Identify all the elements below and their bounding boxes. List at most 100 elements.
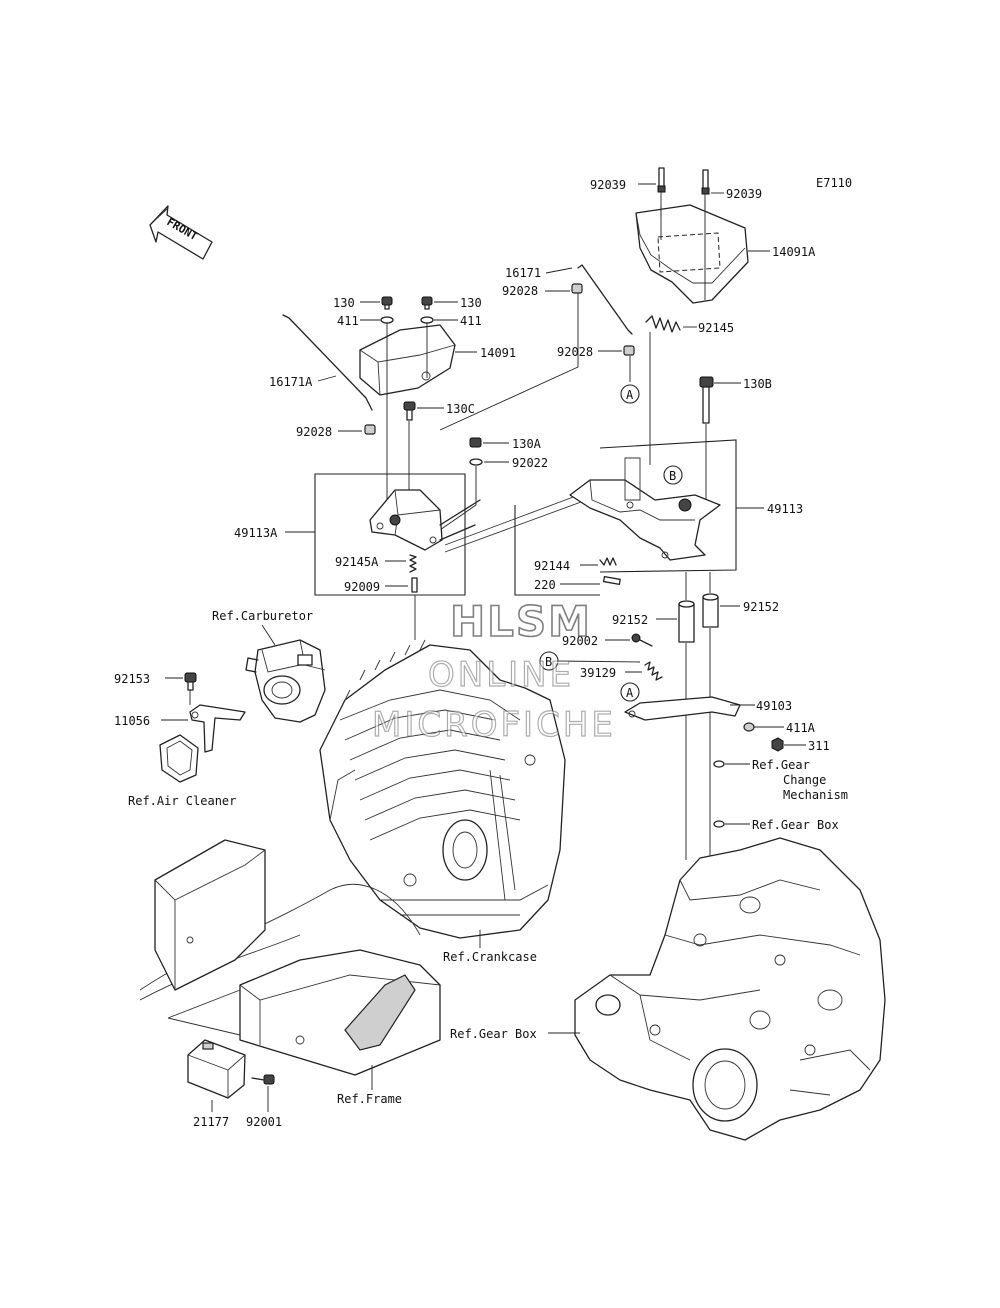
component-21177 — [187, 1039, 246, 1099]
part-14091A: 14091A — [772, 245, 816, 259]
spring-39129 — [644, 661, 663, 681]
part-220: 220 — [534, 578, 556, 592]
part-92152-right: 92152 — [743, 600, 779, 614]
bolt-92153 — [184, 672, 197, 691]
part-130-right: 130 — [460, 296, 482, 310]
stud-92039-left — [657, 167, 666, 193]
collar-92152-right — [702, 593, 719, 628]
bolt-130-left — [381, 296, 393, 310]
bolt-130A — [469, 437, 482, 448]
bolt-92009 — [411, 577, 418, 593]
bolt-130C — [403, 401, 416, 421]
part-92028-left: 92028 — [296, 425, 332, 439]
part-39129: 39129 — [580, 666, 616, 680]
callout-b-top-label: B — [669, 469, 676, 483]
part-411-left: 411 — [337, 314, 359, 328]
bolt-220 — [602, 575, 621, 585]
part-130B: 130B — [743, 377, 772, 391]
ref-frame: Ref.Frame — [337, 1092, 402, 1106]
ref-carburetor: Ref.Carburetor — [212, 609, 313, 623]
bracket-49113A — [369, 489, 481, 551]
part-311: 311 — [808, 739, 830, 753]
watermark-line1: HLSM — [450, 597, 592, 646]
callout-b-top — [663, 465, 683, 485]
bolt-130-right — [421, 296, 433, 310]
washer-92022 — [469, 458, 483, 466]
part-49113: 49113 — [767, 502, 803, 516]
bracket-11056 — [189, 704, 246, 753]
callout-b-mid-label: B — [545, 655, 552, 669]
collar-92152-left — [678, 600, 695, 643]
diagram-code: E7110 — [816, 176, 852, 190]
frame-structure — [139, 839, 441, 1076]
bolt-92002 — [631, 633, 653, 647]
part-92152-left: 92152 — [612, 613, 648, 627]
part-11056: 11056 — [114, 714, 150, 728]
bracket-49113 — [569, 457, 721, 561]
part-92145A: 92145A — [335, 555, 379, 569]
ref-air-cleaner: Ref.Air Cleaner — [128, 794, 236, 808]
gear-box — [574, 837, 886, 1141]
part-411-right: 411 — [460, 314, 482, 328]
ref-gear-box-lower: Ref.Gear Box — [450, 1027, 537, 1041]
stud-92039-right — [701, 169, 710, 195]
cover-14091 — [359, 324, 456, 396]
part-411A: 411A — [786, 721, 816, 735]
spring-92145A — [409, 554, 417, 573]
clip-92028-mid — [623, 345, 635, 356]
callout-a-mid-label: A — [626, 686, 634, 700]
carburetor — [245, 639, 326, 723]
part-21177: 21177 — [193, 1115, 229, 1129]
part-14091: 14091 — [480, 346, 516, 360]
rod-16171A — [282, 314, 373, 411]
front-arrow-icon: FRONT — [149, 205, 213, 260]
part-16171A: 16171A — [269, 375, 313, 389]
clip-92028-left — [364, 424, 376, 435]
part-49103: 49103 — [756, 699, 792, 713]
part-92144: 92144 — [534, 559, 570, 573]
air-cleaner-gasket — [159, 734, 199, 783]
cover-14091A — [635, 200, 749, 304]
part-92002: 92002 — [562, 634, 598, 648]
lever-49103 — [624, 696, 741, 721]
bolt-92001 — [251, 1074, 275, 1085]
part-92153: 92153 — [114, 672, 150, 686]
part-92001: 92001 — [246, 1115, 282, 1129]
callout-a-mid — [620, 682, 640, 702]
part-92145: 92145 — [698, 321, 734, 335]
part-92009: 92009 — [344, 580, 380, 594]
part-92039-left: 92039 — [590, 178, 626, 192]
part-130-left: 130 — [333, 296, 355, 310]
ref-crankcase: Ref.Crankcase — [443, 950, 537, 964]
watermark-line2: ONLINE — [428, 655, 574, 695]
ref-gear-change-2: Change — [783, 773, 826, 787]
washer-411-left — [380, 316, 394, 324]
gear-box-shaft-ring — [713, 820, 725, 828]
ref-gear-box-upper: Ref.Gear Box — [752, 818, 839, 832]
part-92039-right: 92039 — [726, 187, 762, 201]
part-130C: 130C — [446, 402, 475, 416]
callout-a-top-label: A — [626, 388, 634, 402]
spring-92144 — [599, 557, 617, 566]
washer-411A — [743, 722, 755, 732]
engine-crankcase — [319, 639, 566, 939]
nut-311 — [771, 737, 784, 752]
ref-gear-change-3: Mechanism — [783, 788, 848, 802]
part-92028-mid: 92028 — [557, 345, 593, 359]
callout-a-top — [620, 384, 640, 404]
spring-92145 — [645, 315, 681, 333]
gear-change-shaft-ring — [713, 760, 725, 768]
ref-gear-change-1: Ref.Gear — [752, 758, 810, 772]
clip-92028-top — [571, 283, 583, 294]
washer-411-right — [420, 316, 434, 324]
bolt-130B — [699, 376, 714, 424]
part-130A: 130A — [512, 437, 542, 451]
part-92028-top: 92028 — [502, 284, 538, 298]
watermark: HLSM ONLINE MICROFICHE — [371, 596, 616, 745]
part-92022: 92022 — [512, 456, 548, 470]
part-16171: 16171 — [505, 266, 541, 280]
rod-16171 — [577, 264, 633, 335]
part-49113A: 49113A — [234, 526, 278, 540]
watermark-line3: MICROFICHE — [372, 705, 616, 745]
